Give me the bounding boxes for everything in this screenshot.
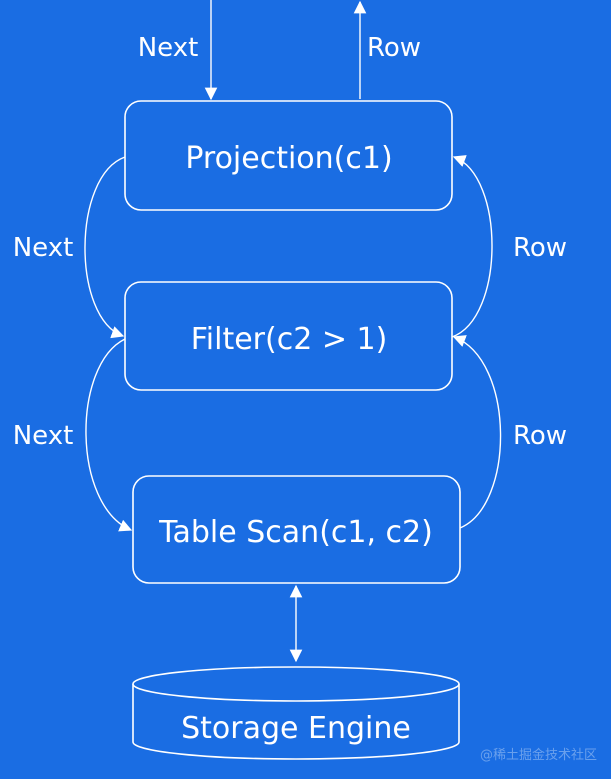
watermark: @稀土掘金技术社区 bbox=[479, 748, 597, 763]
row-arrow-scan-to-filter bbox=[452, 335, 502, 529]
filter-label: Filter(c2 > 1) bbox=[191, 322, 388, 357]
next-label-upper: Next bbox=[13, 233, 74, 263]
projection-label: Projection(c1) bbox=[185, 141, 392, 176]
top-row-label: Row bbox=[367, 33, 421, 63]
row-arrow-filter-to-projection bbox=[451, 155, 493, 338]
filter-node bbox=[124, 281, 453, 391]
table-scan-label: Table Scan(c1, c2) bbox=[158, 515, 433, 550]
table-scan-node bbox=[132, 475, 461, 584]
top-next-label: Next bbox=[138, 33, 199, 63]
projection-node bbox=[124, 100, 453, 211]
storage-engine-label: Storage Engine bbox=[181, 711, 411, 746]
storage-engine-cylinder bbox=[132, 666, 460, 760]
next-arrow-filter-to-scan bbox=[85, 338, 133, 532]
next-arrow-projection-to-filter bbox=[84, 156, 126, 339]
row-label-lower: Row bbox=[513, 421, 567, 451]
row-label-upper: Row bbox=[513, 233, 567, 263]
next-label-lower: Next bbox=[13, 421, 74, 451]
